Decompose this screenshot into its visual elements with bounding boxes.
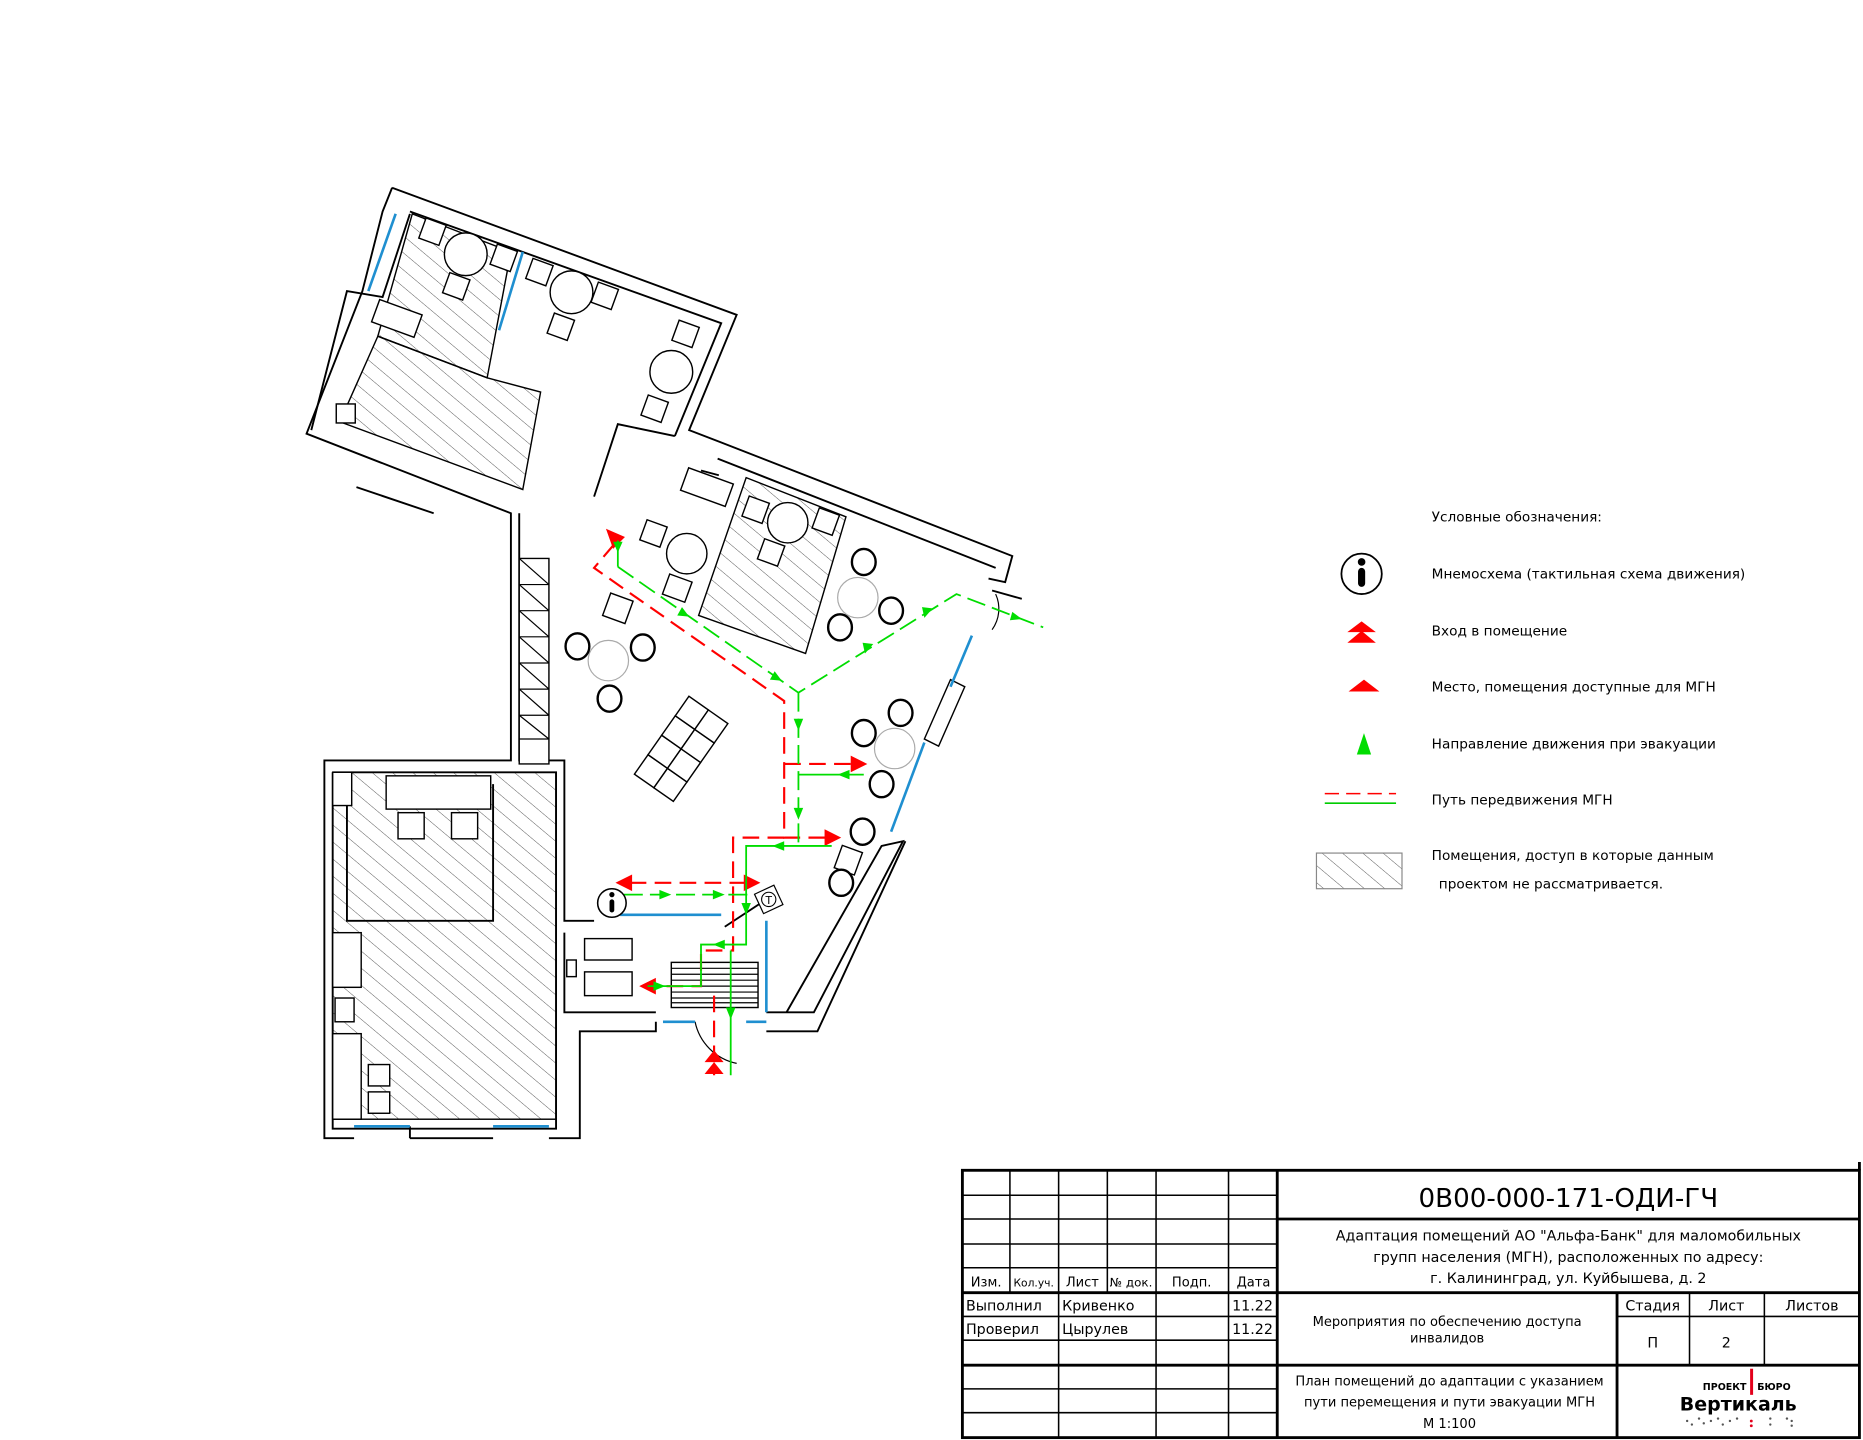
header-list: Лист — [1066, 1276, 1099, 1291]
stage-header: Стадия — [1625, 1298, 1680, 1314]
tactile-scheme-marker[interactable] — [596, 887, 627, 918]
role-performed: Выполнил — [966, 1298, 1042, 1314]
red-arrow-icon — [615, 874, 633, 892]
red-arrow-icon — [743, 874, 761, 892]
header-kol-uch: Кол.уч. — [1013, 1277, 1053, 1290]
info-circle-icon — [1340, 552, 1383, 595]
legend-label: Помещения, доступ в которые данным — [1432, 848, 1714, 864]
lower-stool — [367, 1063, 391, 1087]
stage-value: П — [1647, 1335, 1658, 1351]
legend-label: Мнемосхема (тактильная схема движения) — [1432, 567, 1746, 583]
red-arrow-icon — [824, 829, 842, 846]
name-checked: Цырулев — [1062, 1322, 1128, 1338]
lower-chair — [397, 811, 425, 840]
legend-label: Путь передвижения МГН — [1432, 792, 1613, 808]
exit-door-swing — [991, 593, 1000, 631]
name-performed: Кривенко — [1062, 1298, 1134, 1314]
legend: Условные обозначения: Мнемосхема (тактил… — [1315, 510, 1746, 893]
floor-plan: T — [305, 186, 1044, 1140]
legend-item-tactile-scheme: Мнемосхема (тактильная схема движения) — [1340, 552, 1746, 595]
legend-label: Место, помещения доступные для МГН — [1432, 679, 1716, 695]
legend-item-mgn-path: Путь передвижения МГН — [1324, 792, 1613, 808]
section-title-line: Мероприятия по обеспечению доступа — [1313, 1315, 1582, 1330]
table-round-light — [873, 727, 916, 770]
drawing-scale: М 1:100 — [1423, 1417, 1476, 1432]
table-round — [549, 270, 594, 315]
entrance-grate — [670, 961, 759, 1009]
lower-shelf — [331, 771, 353, 807]
project-title-line: групп населения (МГН), расположенных по … — [1373, 1250, 1763, 1266]
red-arrow-icon — [1348, 679, 1380, 692]
legend-item-accessible-place: Место, помещения доступные для МГН — [1348, 679, 1716, 695]
legend-label: Вход в помещение — [1432, 624, 1567, 640]
excluded-room-mid — [697, 476, 847, 655]
evacuation-path — [613, 540, 1044, 1076]
legend-item-evacuation-direction: Направление движения при эвакуации — [1356, 733, 1716, 755]
lower-shelf — [331, 931, 362, 989]
excluded-room-lower-block — [331, 771, 557, 1120]
excluded-room-nw-wc — [338, 335, 542, 491]
drawing-title-line: пути перемещения и пути эвакуации МГН — [1304, 1396, 1595, 1411]
group-table — [633, 695, 729, 803]
entrance-bench — [583, 937, 633, 961]
lower-cabinet — [385, 775, 492, 810]
logo-text-bureau: БЮРО — [1757, 1382, 1790, 1393]
hatch-icon — [1315, 852, 1403, 890]
legend-label: Направление движения при эвакуации — [1432, 737, 1716, 753]
entrance-box — [566, 959, 577, 978]
header-sign: Подп. — [1172, 1276, 1212, 1291]
sheets-header: Листов — [1785, 1298, 1838, 1314]
walls — [305, 186, 1023, 1140]
table-round — [665, 532, 708, 575]
table-round — [443, 232, 488, 277]
project-title-line: Адаптация помещений АО "Альфа-Банк" для … — [1336, 1228, 1801, 1244]
table-round — [649, 349, 694, 394]
ramp-box — [518, 557, 550, 765]
sheet-value: 2 — [1722, 1335, 1731, 1351]
entrance-bench — [583, 971, 633, 997]
green-arrow-icon — [1356, 733, 1372, 755]
section-title-line: инвалидов — [1410, 1332, 1484, 1347]
furniture — [335, 217, 916, 898]
red-arrow-icon — [850, 755, 868, 773]
title-block: 0В00-000-171-ОДИ-ГЧ Адаптация помещений … — [960, 1161, 1861, 1440]
legend-title: Условные обозначения: — [1432, 510, 1602, 526]
table-round-light — [587, 639, 630, 682]
double-red-arrow-icon — [1347, 621, 1376, 643]
header-doc-no: № док. — [1110, 1276, 1153, 1290]
braille-dots-icon — [1685, 1417, 1793, 1428]
ramp-steps — [518, 557, 550, 740]
legend-item-entrance: Вход в помещение — [1347, 621, 1567, 643]
date-checked: 11.22 — [1232, 1322, 1273, 1338]
path-lines-icon — [1324, 792, 1397, 804]
revision-headers: Изм. Кол.уч. Лист № док. Подп. Дата — [971, 1276, 1271, 1291]
drawing-title-line: План помещений до адаптации с указанием — [1295, 1374, 1603, 1389]
document-code: 0В00-000-171-ОДИ-ГЧ — [1419, 1184, 1719, 1214]
windows — [354, 213, 974, 1128]
company-logo: ПРОЕКТ БЮРО Вертикаль — [1680, 1368, 1797, 1428]
logo-text-project: ПРОЕКТ — [1703, 1382, 1747, 1393]
lower-shelf — [331, 1032, 362, 1120]
lower-chair — [450, 811, 479, 840]
table-round-light — [837, 576, 879, 619]
project-title-line: г. Калининград, ул. Куйбышева, д. 2 — [1430, 1271, 1706, 1287]
lower-stool — [367, 1091, 391, 1114]
header-izm: Изм. — [971, 1276, 1002, 1291]
logo-text-name: Вертикаль — [1680, 1393, 1797, 1415]
terminal-label: T — [764, 894, 772, 907]
table-round — [766, 501, 809, 544]
wall-cabinet — [923, 678, 966, 748]
exit-door-leaf — [991, 589, 1023, 600]
header-date: Дата — [1237, 1276, 1271, 1291]
legend-item-excluded-rooms: Помещения, доступ в которые данным проек… — [1315, 848, 1714, 893]
date-performed: 11.22 — [1232, 1298, 1273, 1314]
terminal-marker[interactable]: T — [753, 884, 784, 915]
role-checked: Проверил — [966, 1322, 1039, 1338]
sink — [334, 997, 355, 1023]
entrance-double-arrow-icon — [704, 1050, 724, 1075]
red-arrow-icon — [605, 528, 625, 549]
legend-label: проектом не рассматривается. — [1439, 877, 1663, 893]
sheet-header: Лист — [1708, 1298, 1744, 1314]
